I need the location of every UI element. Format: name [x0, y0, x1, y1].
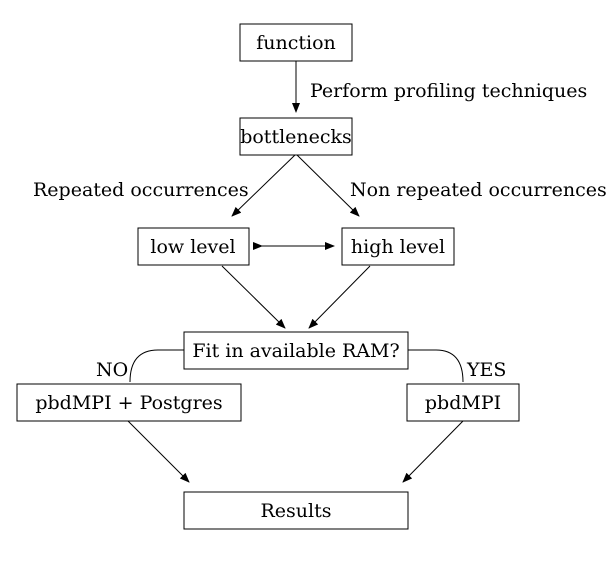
edge-label-no: NO: [96, 359, 128, 381]
node-function: function: [239, 23, 353, 62]
edge-label-yes: YES: [466, 359, 506, 381]
node-fit-question: Fit in available RAM?: [183, 331, 409, 370]
node-low-level-label: low level: [150, 236, 235, 258]
node-low-level: low level: [137, 227, 250, 266]
node-pbdmpi-label: pbdMPI: [425, 392, 501, 414]
edge-bottlenecks-to-low-level: [231, 154, 296, 217]
node-results-label: Results: [261, 500, 332, 522]
edge-fit-no-branch: [129, 349, 184, 383]
edge-label-repeated: Repeated occurrences: [33, 179, 249, 201]
edge-label-profiling: Perform profiling techniques: [310, 80, 587, 102]
node-bottlenecks-label: bottlenecks: [240, 126, 352, 148]
node-pbdmpi: pbdMPI: [406, 383, 520, 422]
edge-label-non-repeated: Non repeated occurrences: [350, 179, 607, 201]
edge-pbdmpi-postgres-to-results: [127, 420, 190, 483]
node-fit-question-label: Fit in available RAM?: [192, 340, 399, 362]
edge-high-level-to-fit: [308, 265, 371, 329]
node-pbdmpi-postgres: pbdMPI + Postgres: [16, 383, 242, 422]
node-bottlenecks: bottlenecks: [239, 117, 353, 156]
edge-fit-yes-branch: [408, 349, 464, 383]
node-high-level-label: high level: [351, 236, 445, 258]
node-function-label: function: [256, 32, 336, 54]
node-results: Results: [183, 491, 409, 530]
edge-low-level-to-fit: [221, 265, 286, 329]
node-pbdmpi-postgres-label: pbdMPI + Postgres: [35, 392, 222, 414]
node-high-level: high level: [341, 227, 455, 266]
edge-pbdmpi-to-results: [402, 420, 464, 483]
edge-bottlenecks-to-high-level: [296, 154, 360, 217]
